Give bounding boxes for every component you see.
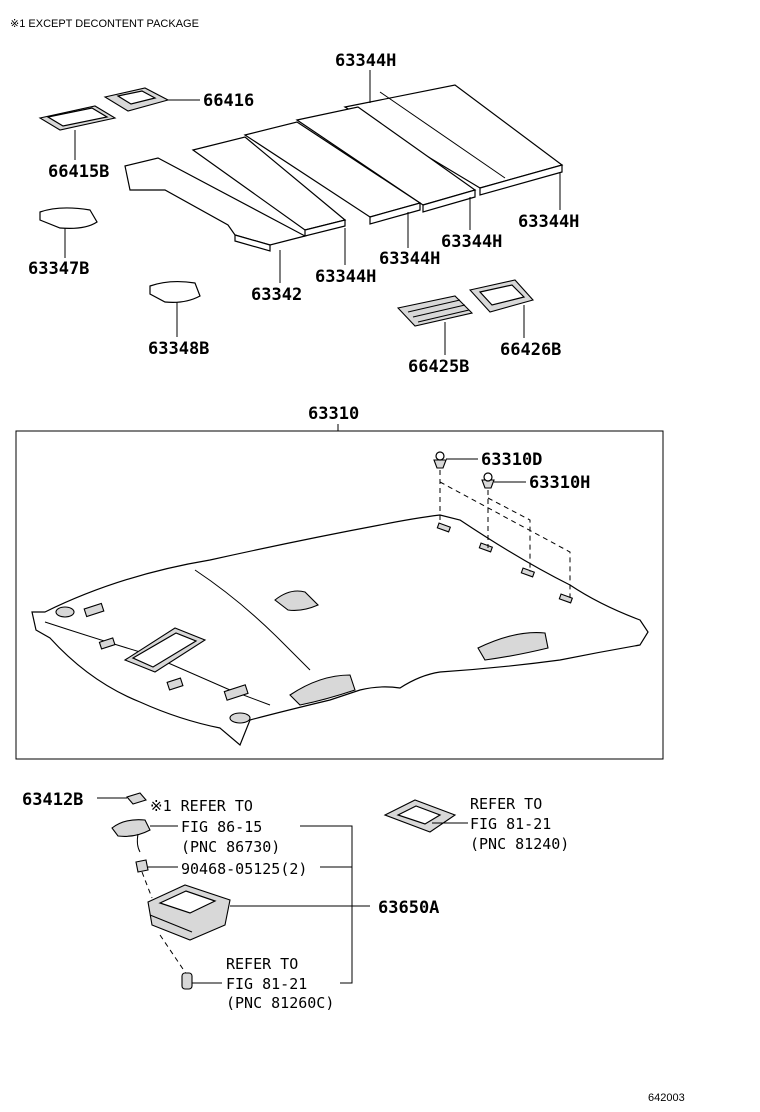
label-63310D: 63310D xyxy=(481,450,542,470)
label-63348B: 63348B xyxy=(148,339,209,359)
headliner-frame xyxy=(15,430,664,760)
pad-63344H-right[interactable] xyxy=(295,106,477,213)
label-63344H-mid1: 63344H xyxy=(379,249,440,269)
part-66416[interactable] xyxy=(103,87,170,112)
label-63344H-left: 63344H xyxy=(315,267,376,287)
part-66415B[interactable] xyxy=(38,105,117,131)
header-note: ※1 EXCEPT DECONTENT PACKAGE xyxy=(10,18,199,30)
clip-63310H[interactable] xyxy=(481,472,495,489)
label-63412B: 63412B xyxy=(22,790,83,810)
label-66415B: 66415B xyxy=(48,162,109,182)
label-66426B: 66426B xyxy=(500,340,561,360)
part-66425B[interactable] xyxy=(396,295,474,327)
screw-90468-05125[interactable] xyxy=(135,859,149,873)
ref1-line2: FIG 86-15 xyxy=(181,818,262,836)
label-63342: 63342 xyxy=(251,285,302,305)
ref3-line2: FIG 81-21 xyxy=(226,975,307,993)
label-63344H-top: 63344H xyxy=(335,51,396,71)
footer-code: 642003 xyxy=(648,1092,685,1104)
label-63347B: 63347B xyxy=(28,259,89,279)
part-66426B[interactable] xyxy=(468,279,535,313)
ref3-line1: REFER TO xyxy=(226,955,298,973)
bulb-81260C[interactable] xyxy=(181,972,193,990)
ref2-line3: (PNC 81240) xyxy=(470,835,569,853)
headliner-63310[interactable] xyxy=(31,514,649,746)
label-63650A: 63650A xyxy=(378,898,439,918)
console-63650A[interactable] xyxy=(147,884,231,941)
ref1-line3: (PNC 86730) xyxy=(181,838,280,856)
ref2-line2: FIG 81-21 xyxy=(470,815,551,833)
label-66425B: 66425B xyxy=(408,357,469,377)
ref2-line1: REFER TO xyxy=(470,795,542,813)
label-63344H-mid2: 63344H xyxy=(441,232,502,252)
pad-63344H-mid2[interactable] xyxy=(243,121,422,225)
part-63347B[interactable] xyxy=(39,207,98,229)
label-63310H: 63310H xyxy=(529,473,590,493)
label-63344H-right: 63344H xyxy=(518,212,579,232)
part-63412B[interactable] xyxy=(126,792,147,805)
lamp-86730[interactable] xyxy=(111,819,151,853)
pad-63342[interactable] xyxy=(124,157,307,252)
label-66416: 66416 xyxy=(203,91,254,111)
lamp-81240[interactable] xyxy=(383,799,457,833)
clip-63310D[interactable] xyxy=(433,451,447,469)
part-63348B[interactable] xyxy=(149,280,201,303)
ref3-line3: (PNC 81260C) xyxy=(226,994,334,1012)
pad-63344H-top[interactable] xyxy=(343,84,564,196)
label-63310: 63310 xyxy=(308,404,359,424)
label-90468-05125: 90468-05125(2) xyxy=(181,860,307,878)
pad-63344H-mid1[interactable] xyxy=(191,136,347,237)
ref1-line1: ※1 REFER TO xyxy=(150,797,253,815)
